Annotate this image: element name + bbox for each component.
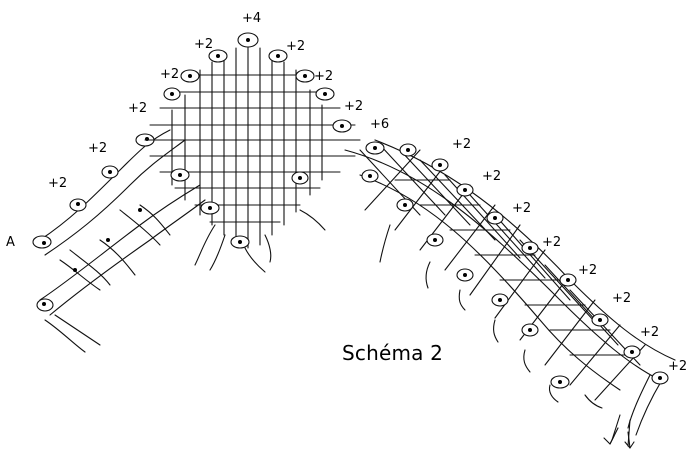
pin-icon: [493, 216, 497, 220]
pin-icon: [373, 146, 377, 150]
increase-label: +2: [578, 263, 597, 278]
pin-icon: [208, 206, 212, 210]
pin-icon: [138, 208, 142, 212]
pin-icon: [42, 241, 46, 245]
diagram-caption: Schéma 2: [342, 341, 443, 365]
pin-icon: [73, 268, 77, 272]
increase-label: +2: [542, 235, 561, 250]
increase-label: +2: [452, 137, 471, 152]
pin-icon: [298, 176, 302, 180]
pin-icon: [246, 38, 250, 42]
pin-icon: [323, 92, 327, 96]
increase-label: +2: [344, 99, 363, 114]
increase-label: +2: [640, 325, 659, 340]
start-label: A: [6, 235, 15, 250]
pin-icon: [438, 163, 442, 167]
pin-icon: [340, 124, 344, 128]
pin-icon: [528, 246, 532, 250]
pin-icon: [498, 298, 502, 302]
pin-icon: [406, 148, 410, 152]
increase-label: +2: [512, 201, 531, 216]
increase-label: +2: [668, 359, 687, 374]
increase-label: +4: [242, 11, 261, 26]
increase-label: +2: [314, 69, 333, 84]
pin-icon: [188, 74, 192, 78]
pin-icon: [303, 74, 307, 78]
increase-label: +2: [286, 39, 305, 54]
pin-icon: [463, 188, 467, 192]
pin-icon: [598, 318, 602, 322]
left-braid: [33, 130, 205, 352]
pin-icon: [368, 174, 372, 178]
pin-icon: [276, 54, 280, 58]
increase-label: +2: [128, 101, 147, 116]
pin-icon: [463, 273, 467, 277]
pin-icon: [42, 302, 46, 306]
pin-icon: [108, 170, 112, 174]
pin-icon: [630, 350, 634, 354]
pin-icon: [558, 380, 562, 384]
pin-icon: [566, 278, 570, 282]
increase-label: +2: [194, 37, 213, 52]
increase-label: +6: [370, 117, 389, 132]
pin-icon: [76, 202, 80, 206]
pin-icon: [106, 238, 110, 242]
pin-icon: [216, 54, 220, 58]
pin-icon: [238, 240, 242, 244]
pin-icon: [658, 376, 662, 380]
pin-icon: [403, 203, 407, 207]
pin-loop: [33, 236, 51, 248]
increase-label: +2: [160, 67, 179, 82]
pin-icon: [170, 92, 174, 96]
increase-label: +2: [48, 176, 67, 191]
increase-label: +2: [88, 141, 107, 156]
increase-label: +2: [482, 169, 501, 184]
pin-icon: [178, 173, 182, 177]
pin-icon: [433, 238, 437, 242]
pin-icon: [528, 328, 532, 332]
increase-label: +2: [612, 291, 631, 306]
